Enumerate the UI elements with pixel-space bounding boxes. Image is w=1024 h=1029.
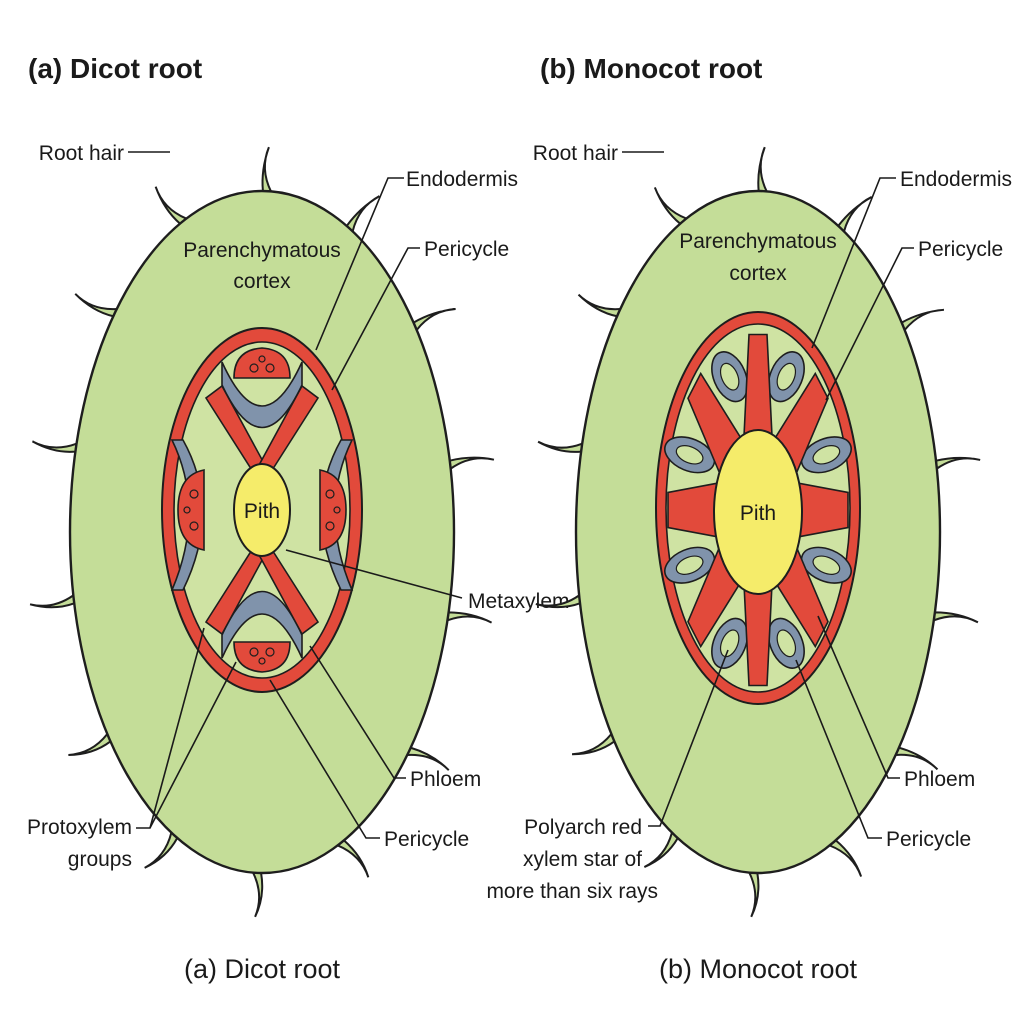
monocot-xylem-ray [743,583,773,687]
dicot-pericycle-top-leader [331,247,420,391]
dicot-caption: (a) Dicot root [184,954,341,984]
monocot-root-hair [900,308,945,332]
dicot-protoxylem-bottom [233,641,291,673]
dicot-root-hair [154,186,189,225]
monocot-root-hair [894,746,939,771]
monocot-root-hair [653,187,689,225]
monocot-pericycle-top-label: Pericycle [918,238,1003,261]
monocot-pith-label: Pith [740,502,776,525]
monocot-polyarch-label-1: Polyarch red [524,816,642,839]
dicot-title: (a) Dicot root [28,53,202,84]
monocot-phloem-inner [776,362,797,391]
monocot-phloem-inner [776,629,797,658]
monocot-endodermis-leader [811,177,896,349]
dicot-phloem-label: Phloem [410,768,481,791]
monocot-phloem-leader [817,615,900,779]
monocot-phloem-label: Phloem [904,768,975,791]
monocot-xylem-ray [743,333,773,437]
dicot-metaxylem-label: Metaxylem [468,590,570,613]
dicot-root-hair [31,440,78,453]
dicot-root-hair-label: Root hair [39,142,124,165]
dicot-protoxylem-label-1: Protoxylem [27,816,132,839]
monocot-root-hair [572,732,616,756]
dicot-root-hair [335,839,370,878]
monocot-root-hair [934,456,981,471]
monocot-polyarch-label-2: xylem star of [523,848,642,871]
dicot-pith [233,463,291,557]
monocot-pericycle-bottom-label: Pericycle [886,828,971,851]
monocot-phloem-inner [719,362,740,391]
dicot-cortex-label-1: Parenchymatous [183,239,341,262]
monocot-cortex-label-1: Parenchymatous [679,230,837,253]
dicot-root-hair [405,746,450,771]
dicot-protoxylem-leader-2 [149,627,205,829]
monocot-root-hair [537,440,584,453]
monocot-root-hair [836,196,873,234]
dicot-phloem-leader [309,645,406,779]
monocot-phloem-inner [675,555,704,575]
dicot-root-hair [29,593,76,609]
dicot-root-hair [74,293,119,318]
dicot-phloem-top [221,361,303,429]
dicot-phloem-bottom [221,590,303,659]
monocot-root-diagram: Pith Parenchymatous cortex (b) Monocot r… [486,53,1012,984]
monocot-endodermis-label: Endodermis [900,168,1012,191]
monocot-phloem-inner [719,629,740,658]
monocot-root-hair-label: Root hair [533,142,618,165]
monocot-xylem-ray [795,481,849,539]
monocot-xylem-ray [667,481,721,539]
dicot-root-hair [446,611,493,624]
monocot-pith [713,429,803,595]
monocot-phloem-inner [812,445,841,465]
monocot-polyarch-leader [648,649,729,827]
dicot-root-hair [144,830,179,869]
dicot-endodermis-leader [315,177,404,351]
monocot-phloem-inner [675,445,704,465]
dicot-protoxylem-left [177,469,205,551]
monocot-root-hair [577,293,622,318]
dicot-cortex-label-2: cortex [233,270,291,293]
dicot-root-hair [448,456,495,471]
dicot-root-hair [261,146,273,193]
monocot-caption: (b) Monocot root [659,954,858,984]
dicot-root-hair [68,732,112,756]
dicot-root-hair [412,308,456,332]
monocot-root-hair [643,830,680,868]
monocot-root-hair [932,611,979,624]
dicot-protoxylem-right [319,469,347,551]
monocot-cortex-label-2: cortex [729,262,787,285]
monocot-root-hair [757,146,769,193]
dicot-pericycle-bottom-label: Pericycle [384,828,469,851]
monocot-pericycle-top-leader [825,247,914,401]
dicot-metaxylem-leader [285,549,463,599]
dicot-root-diagram: Pith Parenchymatous cortex (a) Dicot roo… [27,53,570,984]
dicot-pith-label: Pith [244,500,280,523]
dicot-root-hair [345,195,380,234]
dicot-protoxylem-label-2: groups [68,848,132,871]
dicot-root-hair [251,871,264,918]
monocot-root-hair [827,839,863,877]
monocot-polyarch-label-3: more than six rays [486,880,658,903]
monocot-phloem-group [664,351,852,669]
dicot-pericycle-bottom-leader [269,679,380,839]
monocot-pericycle-bottom-leader [795,659,882,839]
monocot-phloem-inner [812,555,841,575]
monocot-title: (b) Monocot root [540,53,762,84]
monocot-root-hair [535,593,582,609]
dicot-pericycle-top-label: Pericycle [424,238,509,261]
dicot-protoxylem-top [233,347,291,379]
dicot-endodermis-label: Endodermis [406,168,518,191]
monocot-root-hair [747,871,760,918]
